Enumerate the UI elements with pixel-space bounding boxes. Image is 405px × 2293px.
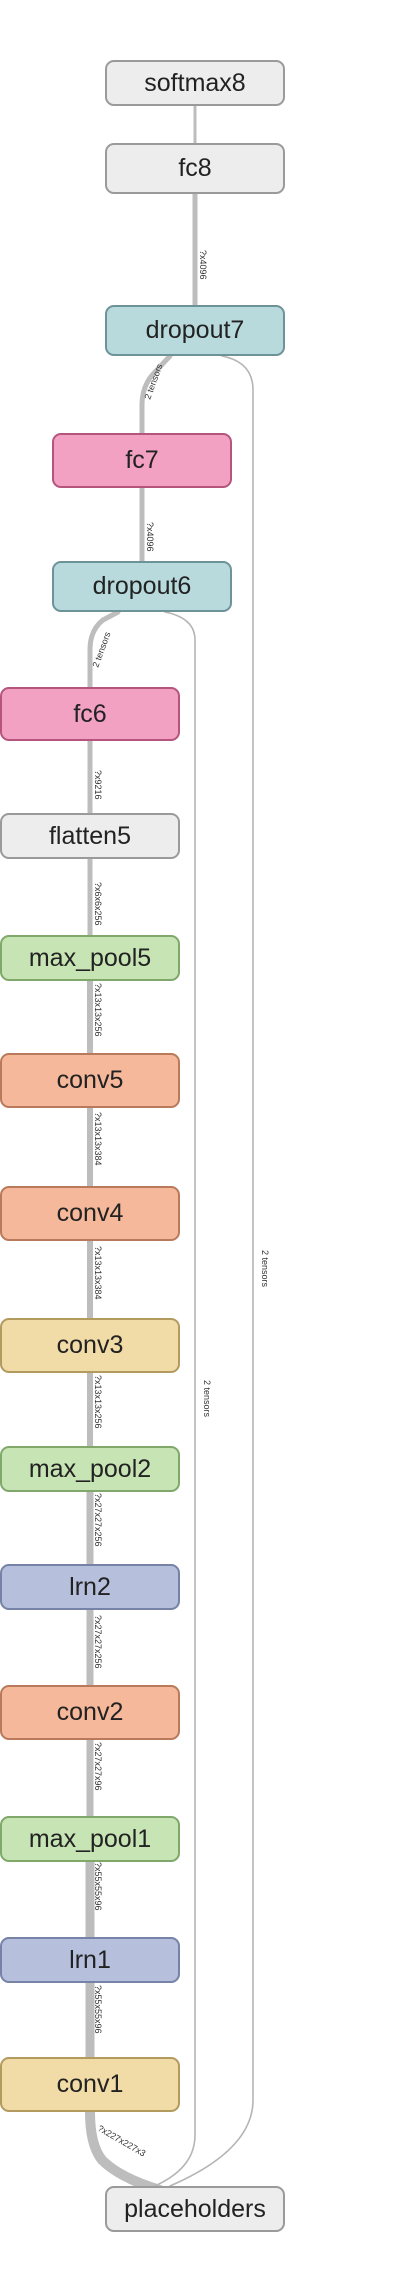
edge-label: ?x55x55x96 xyxy=(93,1985,103,2034)
edge-placeholders-to-dropout7 xyxy=(169,355,254,2187)
node-label: dropout7 xyxy=(145,316,245,344)
edge-label: ?x227x227x3 xyxy=(96,2123,147,2158)
edge-label: ?x13x13x384 xyxy=(93,1246,103,1300)
node-label: conv1 xyxy=(56,2070,124,2098)
node-label: max_pool5 xyxy=(28,943,152,972)
node-max-pool5[interactable]: max_pool5 xyxy=(0,935,180,981)
node-dropout6[interactable]: dropout6 xyxy=(52,561,232,612)
node-fc7[interactable]: fc7 xyxy=(52,433,232,488)
edge-label: ?x27x27x256 xyxy=(93,1493,103,1547)
edge-label: 2 tensors xyxy=(202,1380,212,1418)
node-label: fc6 xyxy=(73,699,107,728)
node-label: conv2 xyxy=(56,1698,124,1726)
node-dropout7[interactable]: dropout7 xyxy=(105,305,285,356)
node-label: conv5 xyxy=(56,1066,124,1094)
node-label: softmax8 xyxy=(144,68,246,97)
edge-label: ?x55x55x96 xyxy=(93,1862,103,1911)
edge-fc7-to-dropout7 xyxy=(139,353,173,436)
node-flatten5[interactable]: flatten5 xyxy=(0,813,180,859)
edge-label: ?x13x13x256 xyxy=(93,983,103,1037)
node-conv1[interactable]: conv1 xyxy=(0,2057,180,2112)
node-fc8[interactable]: fc8 xyxy=(105,143,285,194)
node-conv3[interactable]: conv3 xyxy=(0,1318,180,1373)
edge-label: ?x9216 xyxy=(93,770,103,800)
node-lrn2[interactable]: lrn2 xyxy=(0,1564,180,1610)
node-label: conv4 xyxy=(56,1199,124,1227)
node-conv2[interactable]: conv2 xyxy=(0,1685,180,1740)
node-conv5[interactable]: conv5 xyxy=(0,1053,180,1108)
node-conv4[interactable]: conv4 xyxy=(0,1186,180,1241)
node-label: dropout6 xyxy=(92,572,192,600)
node-max-pool1[interactable]: max_pool1 xyxy=(0,1816,180,1862)
node-label: flatten5 xyxy=(48,821,131,850)
node-label: max_pool2 xyxy=(28,1454,152,1483)
edge-label: ?x4096 xyxy=(145,522,155,552)
node-label: conv3 xyxy=(56,1331,124,1359)
edge-placeholders-to-conv1 xyxy=(85,2107,165,2195)
node-label: lrn2 xyxy=(69,1572,111,1601)
edge-label: ?x27x27x96 xyxy=(93,1742,103,1791)
edge-placeholders-to-dropout6 xyxy=(149,611,196,2189)
node-label: max_pool1 xyxy=(28,1824,152,1853)
edge-label: ?x13x13x384 xyxy=(93,1112,103,1166)
node-label: lrn1 xyxy=(69,1945,111,1974)
edge-label: ?x4096 xyxy=(198,250,208,280)
node-fc6[interactable]: fc6 xyxy=(0,687,180,741)
node-max-pool2[interactable]: max_pool2 xyxy=(0,1446,180,1492)
node-label: placeholders xyxy=(124,2194,266,2223)
node-softmax8[interactable]: softmax8 xyxy=(105,60,285,106)
node-lrn1[interactable]: lrn1 xyxy=(0,1937,180,1983)
edge-fc6-to-dropout6 xyxy=(87,609,121,690)
node-placeholders[interactable]: placeholders xyxy=(105,2186,285,2232)
edge-label: ?x6x6x256 xyxy=(93,882,103,926)
edge-label: 2 tensors xyxy=(260,1250,270,1288)
node-label: fc8 xyxy=(178,154,212,182)
node-label: fc7 xyxy=(125,446,159,474)
edge-label: ?x27x27x256 xyxy=(93,1615,103,1669)
edge-label: ?x13x13x256 xyxy=(93,1375,103,1429)
